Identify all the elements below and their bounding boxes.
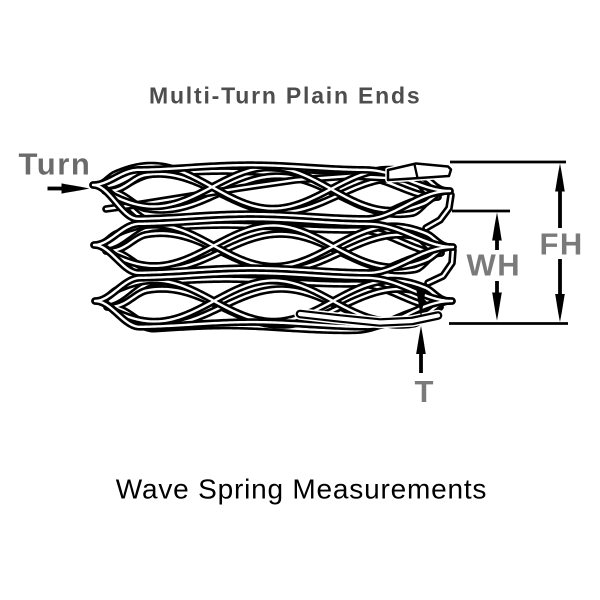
svg-text:Turn: Turn — [19, 147, 92, 182]
svg-text:WH: WH — [467, 248, 522, 283]
svg-text:Multi-Turn Plain Ends: Multi-Turn Plain Ends — [149, 83, 421, 109]
svg-text:FH: FH — [540, 227, 584, 262]
svg-text:T: T — [415, 374, 435, 409]
svg-text:Wave Spring Measurements: Wave Spring Measurements — [116, 474, 487, 505]
